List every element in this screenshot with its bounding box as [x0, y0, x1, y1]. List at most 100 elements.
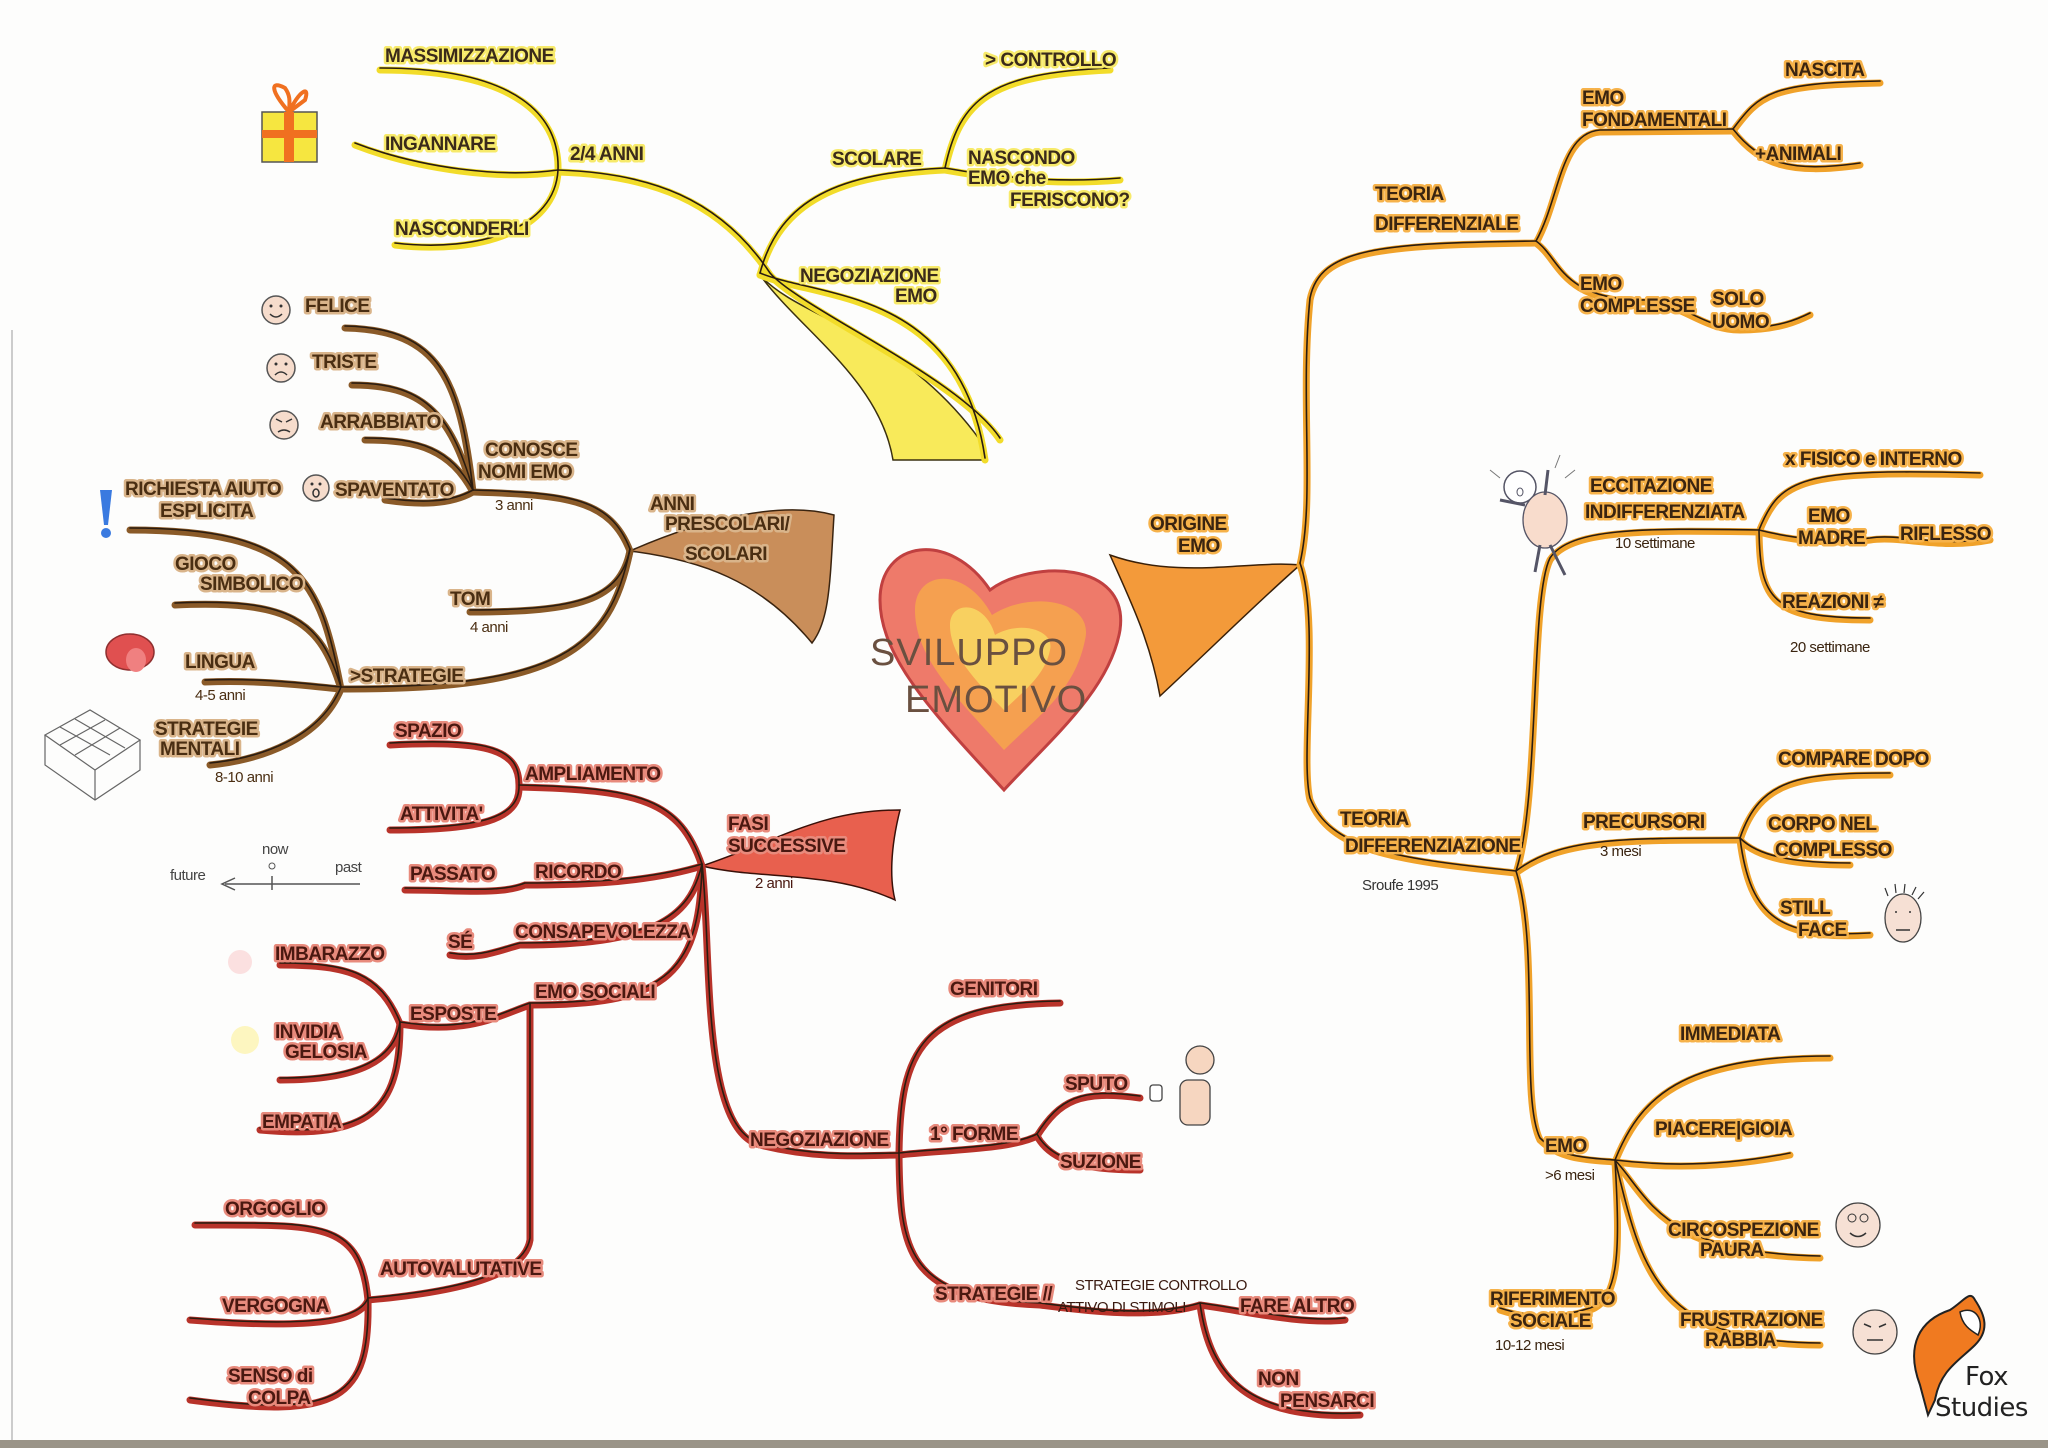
node-emo-sociali: EMO SOCIALI [535, 982, 655, 1003]
still-face-icon [1884, 883, 1925, 943]
paper-edge [0, 1440, 2048, 1448]
branch-ink-outline [1758, 529, 1871, 619]
branch-ink-outline [279, 1021, 401, 1079]
node-felice: FELICE [305, 296, 370, 317]
branch-ink-outline [518, 784, 703, 865]
branch-ink-outline [351, 382, 474, 491]
branch-ink-outline [364, 437, 474, 491]
orange-branch-line [1512, 836, 1744, 877]
red-branch-line [186, 1296, 372, 1328]
branch-ink-outline [944, 167, 1121, 181]
node-conosce-3: 3 anni [495, 497, 533, 514]
sad-face-icon [266, 353, 296, 383]
node-fasi-3: 2 anni [755, 875, 793, 892]
node-gioco-2: SIMBOLICO [200, 574, 303, 595]
red-branch-line [276, 961, 404, 1028]
node-eccitazione-2: INDIFFERENZIATA [1585, 502, 1745, 523]
red-branch-line [515, 783, 706, 870]
timeline-future: future [170, 867, 206, 884]
node-circospezione: CIRCOSPEZIONE [1668, 1220, 1819, 1241]
branch-ink-outline [1758, 471, 1981, 531]
branch-ink-outline [404, 863, 703, 891]
node-solo: SOLO [1712, 289, 1764, 310]
branch-ink-outline [1732, 80, 1881, 130]
node-face: FACE [1798, 920, 1847, 941]
red-branch-line [401, 862, 706, 895]
node-eccitazione-1: ECCITAZIONE [1590, 476, 1712, 497]
node-tom: TOM [450, 589, 490, 610]
fox-studies-logo: Fox Studies [1913, 1294, 2028, 1423]
branch-ink-outline [174, 601, 342, 688]
node-consapevolezza: CONSAPEVOLEZZA [515, 922, 691, 943]
branch-ink-outline [449, 863, 703, 956]
branch-ink-outline [1614, 1159, 1821, 1257]
node-fisico-interno: x FISICO e INTERNO [1785, 449, 1962, 470]
embarrassed-face-icon [228, 950, 252, 974]
brown-branch-line [171, 600, 345, 693]
brown-branch-line [201, 678, 345, 693]
node-autovalutative: AUTOVALUTATIVE [380, 1259, 542, 1280]
node-scolare: SCOLARE [832, 149, 921, 170]
node-gioco-1: GIOCO [175, 554, 236, 575]
node-colpa: COLPA [248, 1388, 311, 1409]
branch-ink-outline [1299, 562, 1517, 872]
node-emo-fond-1: EMO [1582, 88, 1624, 109]
branch-ink-outline [1515, 528, 1760, 872]
scared-face-icon [302, 474, 330, 502]
branch-ink-outline [399, 863, 703, 1026]
node-rabbia: RABBIA [1705, 1330, 1777, 1351]
node-anni-2: PRESCOLARI/ [665, 514, 791, 535]
node-emo-madre-2: MADRE [1798, 528, 1865, 549]
node-emo-age: >6 mesi [1545, 1167, 1595, 1184]
orange-blob [1108, 553, 1302, 698]
branch-ink-outline [1515, 837, 1741, 872]
branch-ink-outline [279, 962, 401, 1023]
branch-ink-outline [759, 272, 986, 459]
red-branch-line [698, 862, 903, 1160]
branch-ink-outline [1299, 240, 1537, 564]
node-fasi-2: SUCCESSIVE [728, 836, 845, 857]
node-tom-age: 4 anni [470, 619, 508, 636]
branch-ink-outline [1739, 837, 1851, 864]
node-nascondo-1: NASCONDO [968, 148, 1075, 169]
orange-branch-line [1729, 79, 1884, 135]
orange-branch-line [1512, 869, 1619, 1166]
red-branch-line [446, 862, 706, 960]
node-sputo: SPUTO [1065, 1074, 1128, 1095]
node-prime-forme: 1° FORME [930, 1124, 1018, 1145]
red-branch-line [895, 1132, 1041, 1159]
node-emo: EMO [1545, 1136, 1587, 1157]
node-empatia: EMPATIA [262, 1112, 342, 1133]
node-piacere-gioia: PIACERE|GIOIA [1655, 1119, 1793, 1140]
node-origine-2: EMO [1178, 536, 1220, 557]
node-teoria-diff-1: TEORIA [1375, 184, 1445, 205]
chessboard-sketch-icon [43, 709, 142, 801]
orange-branch-line [1755, 528, 1994, 548]
branch-ink-outline [701, 863, 900, 1155]
branch-ink-outline [1199, 1302, 1361, 1415]
orange-branch-line [1736, 836, 1854, 869]
orange-branch-line [1611, 1054, 1834, 1166]
node-emo-fond-2: FONDAMENTALI [1582, 110, 1727, 131]
node-non: NON [1258, 1369, 1299, 1390]
branch-ink-outline [389, 741, 520, 786]
node-strategie-mentali-2: MENTALI [160, 739, 240, 760]
node-strategie-mentali-age: 8-10 anni [215, 769, 273, 786]
node-orgoglio: ORGOGLIO [225, 1199, 326, 1220]
branch-ink-outline [259, 1021, 401, 1131]
node-invidia: INVIDIA [275, 1022, 342, 1043]
node-strategie-controllo-2: ATTIVO DI STIMOLI [1058, 1299, 1186, 1316]
node-strategie-controllo-1: STRATEGIE CONTROLLO [1075, 1277, 1247, 1294]
orange-branch-line [1296, 239, 1540, 569]
orange-branch-line [1532, 239, 1814, 334]
gift-icon [261, 83, 318, 163]
branch-ink-outline [394, 169, 559, 246]
node-20-settimane: 20 settimane [1790, 639, 1870, 656]
heart [878, 548, 1123, 793]
node-triste: TRISTE [312, 352, 377, 373]
baby-icon [1489, 454, 1576, 576]
happy-face-icon [261, 295, 291, 325]
node-anni-3: SCOLARI [685, 544, 767, 565]
node-fare-altro: FARE ALTRO [1240, 1296, 1354, 1317]
